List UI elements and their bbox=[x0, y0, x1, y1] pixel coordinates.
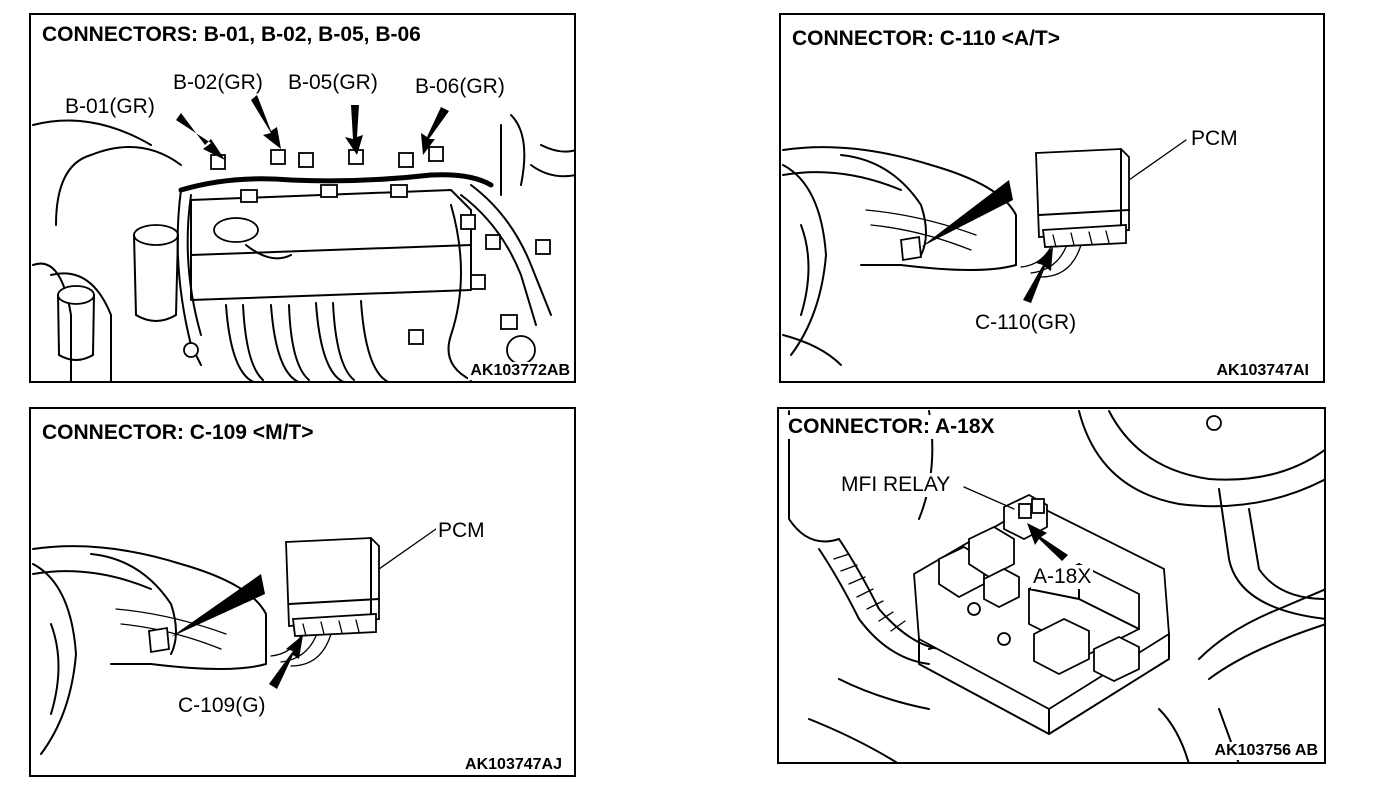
panel-c109: CONNECTOR: C-109 <M/T> PCM C-109(G) AK10… bbox=[29, 407, 576, 777]
label-b-06: B-06(GR) bbox=[413, 75, 507, 99]
panel-title: CONNECTORS: B-01, B-02, B-05, B-06 bbox=[39, 23, 424, 47]
panel-title: CONNECTOR: C-110 <A/T> bbox=[789, 27, 1064, 51]
figure-code: AK103772AB bbox=[468, 362, 572, 380]
pcm-location-illustration bbox=[782, 139, 1187, 366]
panel-c110: CONNECTOR: C-110 <A/T> PCM C-110(GR) AK1… bbox=[779, 13, 1325, 383]
figure-code: AK103756 AB bbox=[1212, 742, 1320, 760]
engine-harness-illustration bbox=[32, 95, 574, 381]
label-pcm: PCM bbox=[1189, 127, 1240, 151]
figure-code: AK103747AI bbox=[1214, 362, 1311, 380]
label-c-110: C-110(GR) bbox=[973, 311, 1079, 335]
panel-a18x: CONNECTOR: A-18X MFI RELAY A-18X AK10375… bbox=[777, 407, 1326, 764]
pcm-location-illustration bbox=[32, 528, 437, 755]
label-b-01: B-01(GR) bbox=[63, 95, 157, 119]
panel-title: CONNECTOR: A-18X bbox=[785, 415, 998, 439]
panel-b-connectors: CONNECTORS: B-01, B-02, B-05, B-06 B-01(… bbox=[29, 13, 576, 383]
label-pcm: PCM bbox=[436, 519, 487, 543]
relay-box-illustration bbox=[788, 410, 1324, 762]
label-c-109: C-109(G) bbox=[176, 694, 268, 718]
label-mfi-relay: MFI RELAY bbox=[839, 473, 953, 497]
label-a-18x: A-18X bbox=[1031, 565, 1094, 589]
figure-code: AK103747AJ bbox=[463, 756, 564, 774]
label-b-02: B-02(GR) bbox=[171, 71, 265, 95]
label-b-05: B-05(GR) bbox=[286, 71, 380, 95]
panel-title: CONNECTOR: C-109 <M/T> bbox=[39, 421, 317, 445]
